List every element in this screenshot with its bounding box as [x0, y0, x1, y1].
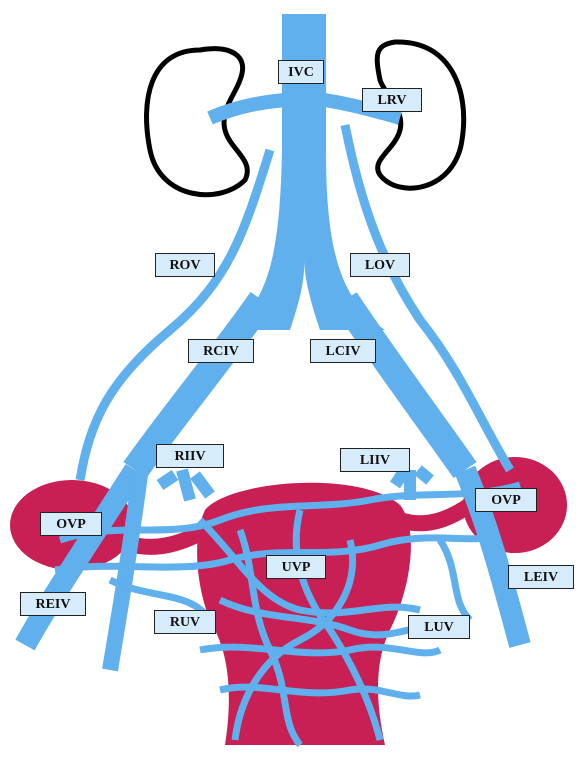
- right-internal-iliac-vein: [160, 470, 210, 500]
- label-ivc: IVC: [278, 60, 324, 84]
- label-ovp-left: OVP: [475, 488, 537, 512]
- label-rciv: RCIV: [188, 339, 254, 363]
- label-ovp-right: OVP: [40, 512, 102, 536]
- label-lov: LOV: [350, 253, 410, 277]
- left-common-iliac-vein: [345, 300, 465, 470]
- label-rov: ROV: [155, 253, 215, 277]
- label-ruv: RUV: [154, 610, 216, 634]
- label-uvp: UVP: [266, 555, 326, 579]
- left-fallopian-tube: [400, 505, 470, 523]
- label-reiv: REIV: [20, 592, 86, 616]
- right-renal-vein: [210, 100, 285, 118]
- label-leiv: LEIV: [508, 565, 574, 589]
- label-lciv: LCIV: [310, 339, 376, 363]
- right-kidney: [147, 49, 248, 195]
- label-riiv: RIIV: [156, 444, 224, 468]
- label-liiv: LIIV: [340, 448, 410, 472]
- label-lrv: LRV: [362, 88, 422, 112]
- label-luv: LUV: [408, 615, 470, 639]
